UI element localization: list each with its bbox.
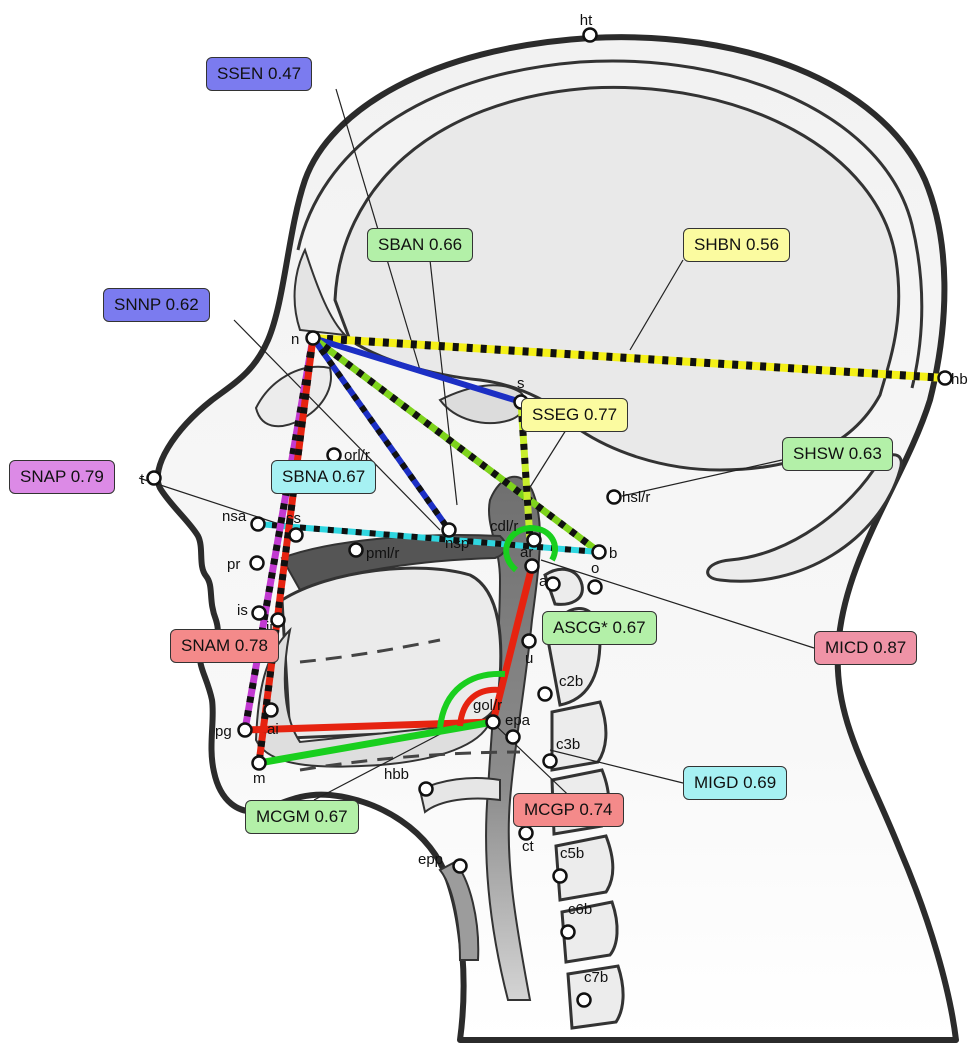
landmark-point-ht[interactable] xyxy=(584,29,597,42)
landmark-point-epa[interactable] xyxy=(507,731,520,744)
landmark-point-o[interactable] xyxy=(589,581,602,594)
landmark-label-c3b: c3b xyxy=(556,736,580,753)
label-micd[interactable]: MICD 0.87 xyxy=(814,631,917,665)
label-snnp[interactable]: SNNP 0.62 xyxy=(103,288,210,322)
landmark-label-hb: hb xyxy=(951,371,968,388)
landmark-point-hsl-r[interactable] xyxy=(608,491,621,504)
landmark-label-m: m xyxy=(253,770,266,787)
landmark-point-ar[interactable] xyxy=(526,560,539,573)
landmark-label-epa: epa xyxy=(505,712,531,729)
landmark-point-c7b[interactable] xyxy=(578,994,591,1007)
landmark-label-c7b: c7b xyxy=(584,969,608,986)
landmark-point-pml-r[interactable] xyxy=(350,544,363,557)
label-sbna[interactable]: SBNA 0.67 xyxy=(271,460,376,494)
landmark-label-c2b: c2b xyxy=(559,673,583,690)
landmark-point-c5b[interactable] xyxy=(554,870,567,883)
landmark-label-cdl-r: cdl/r xyxy=(490,518,518,535)
label-sseg[interactable]: SSEG 0.77 xyxy=(521,398,628,432)
landmark-point-c2b[interactable] xyxy=(539,688,552,701)
label-sban[interactable]: SBAN 0.66 xyxy=(367,228,473,262)
landmark-label-ss: ss xyxy=(286,510,301,527)
landmark-label-gol-r: gol/r xyxy=(473,697,502,714)
label-snap[interactable]: SNAP 0.79 xyxy=(9,460,115,494)
landmark-label-c6b: c6b xyxy=(568,901,592,918)
landmark-label-pg: pg xyxy=(215,723,232,740)
landmark-label-pml-r: pml/r xyxy=(366,545,399,562)
landmark-label-u: u xyxy=(525,650,533,667)
label-shsw[interactable]: SHSW 0.63 xyxy=(782,437,893,471)
landmark-label-hbb: hbb xyxy=(384,766,409,783)
landmark-label-ar: ar xyxy=(520,544,533,561)
landmark-point-c3b[interactable] xyxy=(544,755,557,768)
landmark-point-ai[interactable] xyxy=(265,704,278,717)
landmark-label-ba: b xyxy=(609,545,617,562)
landmark-point-pg[interactable] xyxy=(239,724,252,737)
label-migd[interactable]: MIGD 0.69 xyxy=(683,766,787,800)
landmark-label-ct: ct xyxy=(522,838,535,855)
landmark-label-is: is xyxy=(237,602,248,619)
label-mcgm[interactable]: MCGM 0.67 xyxy=(245,800,359,834)
landmark-point-c6b[interactable] xyxy=(562,926,575,939)
landmark-label-hsl-r: hsl/r xyxy=(622,489,650,506)
landmark-point-n[interactable] xyxy=(307,332,320,345)
landmark-label-nsp: nsp xyxy=(445,535,469,552)
landmark-point-hbb[interactable] xyxy=(420,783,433,796)
landmark-point-m[interactable] xyxy=(253,757,266,770)
landmark-point-nsa[interactable] xyxy=(252,518,265,531)
landmark-point-gol-r[interactable] xyxy=(487,716,500,729)
landmark-label-o: o xyxy=(591,560,599,577)
landmark-label-epp: epp xyxy=(418,851,443,868)
landmark-label-pr: pr xyxy=(227,556,240,573)
label-shbn[interactable]: SHBN 0.56 xyxy=(683,228,790,262)
landmark-point-ss[interactable] xyxy=(290,529,303,542)
tongue-outline xyxy=(282,568,501,738)
landmark-point-a[interactable] xyxy=(547,578,560,591)
label-ascg[interactable]: ASCG* 0.67 xyxy=(542,611,657,645)
landmark-point-pr[interactable] xyxy=(251,557,264,570)
landmark-label-c5b: c5b xyxy=(560,845,584,862)
landmark-point-hb[interactable] xyxy=(939,372,952,385)
landmark-label-a: a xyxy=(539,573,548,590)
landmark-point-is[interactable] xyxy=(253,607,266,620)
landmark-label-s: s xyxy=(517,375,525,392)
landmark-label-nsa: nsa xyxy=(222,508,247,525)
label-snam[interactable]: SNAM 0.78 xyxy=(170,629,279,663)
landmark-label-n: n xyxy=(291,331,299,348)
landmark-point-ba[interactable] xyxy=(593,546,606,559)
label-ssen[interactable]: SSEN 0.47 xyxy=(206,57,312,91)
landmark-label-ht: ht xyxy=(580,12,593,29)
landmark-point-t[interactable] xyxy=(148,472,161,485)
label-mcgp[interactable]: MCGP 0.74 xyxy=(513,793,624,827)
landmark-label-ai: ai xyxy=(267,721,279,738)
landmark-point-ii[interactable] xyxy=(272,614,285,627)
landmark-point-epp[interactable] xyxy=(454,860,467,873)
landmark-point-u[interactable] xyxy=(523,635,536,648)
